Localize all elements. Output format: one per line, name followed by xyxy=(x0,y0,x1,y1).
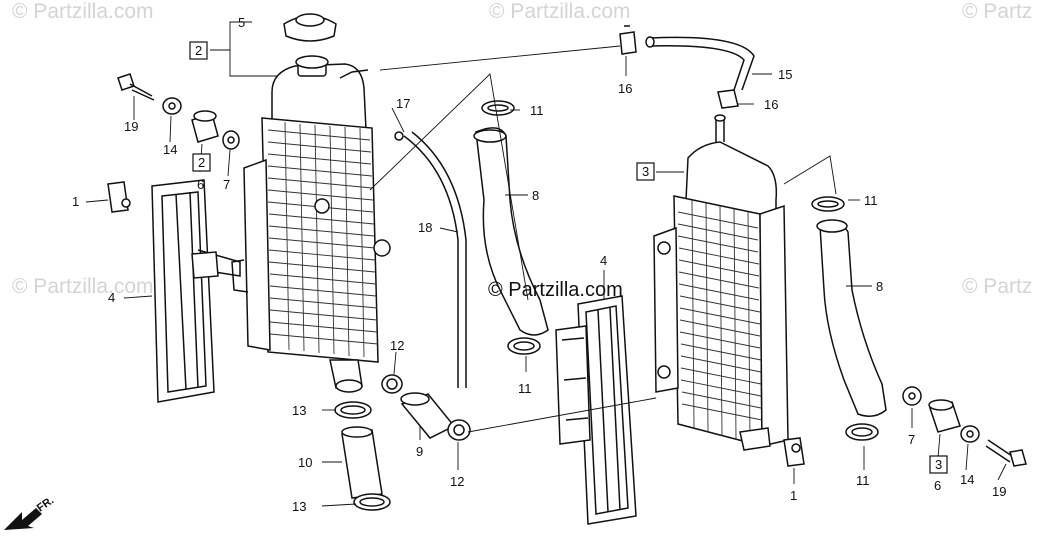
watermark-top-left: © Partzilla.com xyxy=(12,0,154,23)
callout-14-left: 14 xyxy=(163,142,177,157)
callout-3-top: 3 xyxy=(642,164,649,179)
callout-2-side: 2 xyxy=(198,155,205,170)
callout-9: 9 xyxy=(416,444,423,459)
washer-left xyxy=(162,97,182,115)
callout-16-b: 16 xyxy=(764,97,778,112)
callout-3-side: 3 xyxy=(935,457,942,472)
callout-1-left: 1 xyxy=(72,194,79,209)
hose-clamp-11-c xyxy=(811,196,845,212)
callout-19-right: 19 xyxy=(992,484,1006,499)
right-radiator-fins xyxy=(677,199,763,443)
callout-11-b: 11 xyxy=(518,381,532,396)
callout-18: 18 xyxy=(418,220,432,235)
callout-13-a: 13 xyxy=(292,403,306,418)
callout-4-left: 4 xyxy=(108,290,115,305)
leader-lines xyxy=(85,21,1007,507)
radiator-cap xyxy=(283,13,337,42)
hose-8-left xyxy=(473,127,549,336)
callout-12-b: 12 xyxy=(450,474,464,489)
callout-box-3-top xyxy=(636,162,655,181)
hose-8-right xyxy=(816,219,887,417)
hose-clip-16-top xyxy=(619,25,637,55)
callout-19-left: 19 xyxy=(124,119,138,134)
hose-clamp-11-d xyxy=(845,423,879,441)
callout-8-right: 8 xyxy=(876,279,883,294)
callout-12-a: 12 xyxy=(390,338,404,353)
callout-15: 15 xyxy=(778,67,792,82)
bolt-left xyxy=(117,73,155,101)
hose-15 xyxy=(645,36,755,91)
callout-6-left: 6 xyxy=(197,177,204,192)
hose-clamp-13-lower xyxy=(353,493,391,511)
hose-clamp-upper-left xyxy=(381,374,403,394)
watermark-mid-left: © Partzilla.com xyxy=(12,275,154,298)
watermark-center: © Partzilla.com xyxy=(488,279,623,301)
callout-box-2-top xyxy=(189,41,208,60)
watermark-mid-right: © Partz xyxy=(962,275,1033,298)
hose-10 xyxy=(341,426,383,499)
right-radiator xyxy=(653,114,789,451)
overflow-tube xyxy=(403,131,467,388)
front-direction-arrow: FR. xyxy=(4,494,56,530)
callout-box-3-side xyxy=(929,455,948,474)
clip-left xyxy=(107,181,131,213)
hose-clamp-11-b xyxy=(507,337,541,355)
callout-4-center: 4 xyxy=(600,253,607,268)
callout-2-top: 2 xyxy=(195,43,202,58)
callout-13-b: 13 xyxy=(292,499,306,514)
watermark-top-right: © Partz xyxy=(962,0,1033,23)
grommet-left xyxy=(191,110,219,143)
hose-9 xyxy=(400,392,456,439)
watermark-top-center: © Partzilla.com xyxy=(489,0,631,23)
callout-11-c: 11 xyxy=(864,193,878,208)
collar-left xyxy=(222,130,240,150)
callout-11-d: 11 xyxy=(856,473,870,488)
callout-8-left: 8 xyxy=(532,188,539,203)
callout-6-right: 6 xyxy=(934,478,941,493)
callout-1-right: 1 xyxy=(790,488,797,503)
left-shroud xyxy=(151,179,241,403)
left-radiator xyxy=(231,55,391,393)
callout-7-right: 7 xyxy=(908,432,915,447)
grommet-right xyxy=(928,399,961,433)
callout-14-right: 14 xyxy=(960,472,974,487)
callout-17: 17 xyxy=(396,96,410,111)
tube-clip xyxy=(394,131,404,141)
collar-right xyxy=(902,386,922,406)
callout-5: 5 xyxy=(238,15,245,30)
bolt-right xyxy=(985,439,1027,467)
callout-11-a: 11 xyxy=(530,103,544,118)
hose-clamp-lower-left xyxy=(447,419,471,441)
callout-7-left: 7 xyxy=(223,177,230,192)
hose-clip-16-right xyxy=(717,89,739,109)
callout-10: 10 xyxy=(298,455,312,470)
hose-clamp-13-upper xyxy=(334,401,372,419)
washer-right xyxy=(960,425,980,443)
callout-box-2-side xyxy=(192,153,211,172)
hose-clamp-11-a xyxy=(481,100,515,116)
center-shroud xyxy=(555,295,637,525)
clip-right xyxy=(783,437,805,467)
callout-16-a: 16 xyxy=(618,81,632,96)
